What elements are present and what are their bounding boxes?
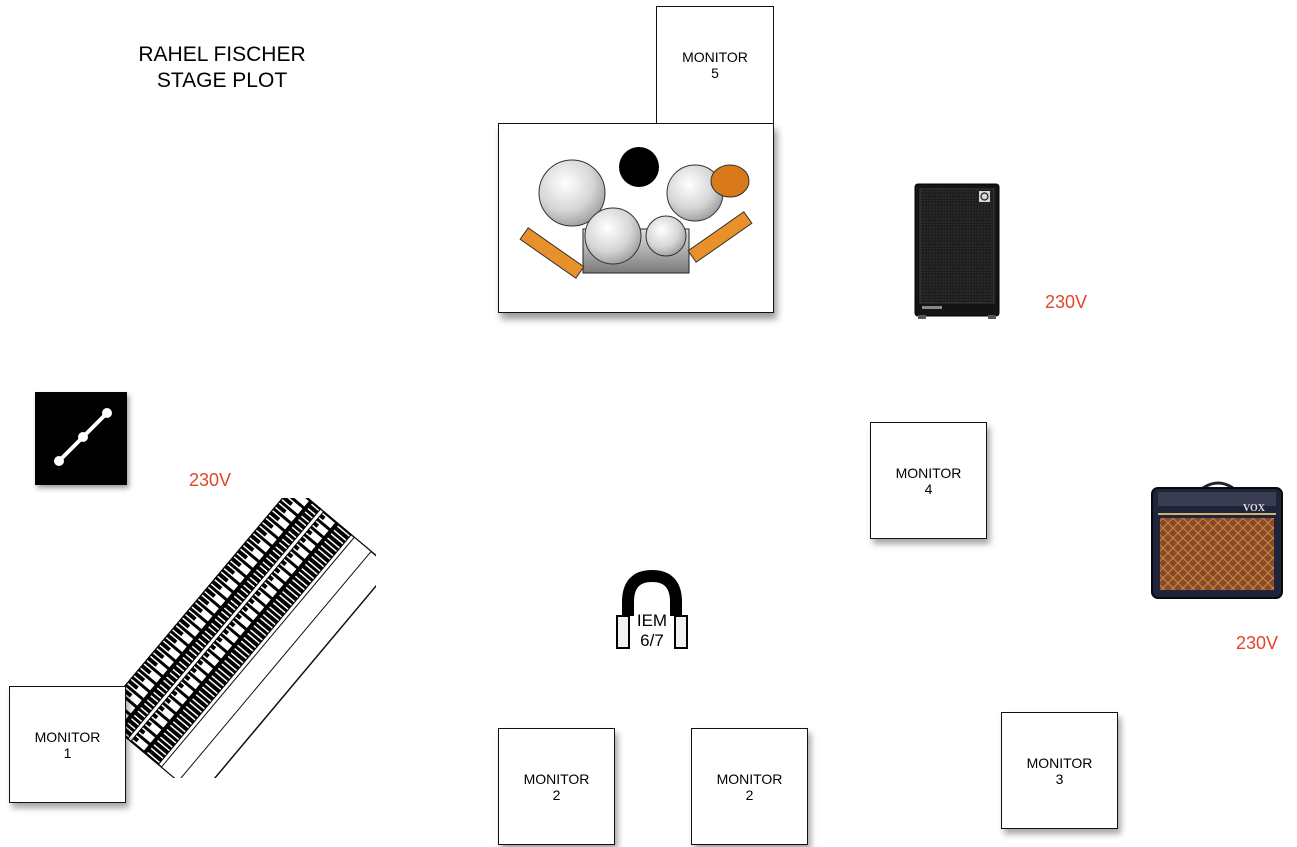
monitor-5[interactable]: MONITOR 5: [656, 6, 774, 124]
vox-logo: VOX: [1243, 503, 1266, 514]
guitar-power-label: 230V: [1236, 633, 1278, 654]
monitor-3-label: MONITOR: [1027, 755, 1093, 771]
monitor-3-number: 3: [1056, 771, 1064, 787]
monitor-2-right-label: MONITOR: [717, 771, 783, 787]
iem-label-line1: IEM: [636, 611, 668, 631]
drum-riser[interactable]: [498, 123, 774, 313]
monitor-1-number: 1: [64, 745, 72, 761]
stand-icon: [35, 392, 127, 485]
bass-cabinet-icon: [912, 182, 1002, 320]
guitar-amp-combo[interactable]: VOX: [1148, 478, 1286, 602]
monitor-4-number: 4: [925, 481, 933, 497]
keys-power-label: 230V: [189, 470, 231, 491]
iem-label: IEM 6/7: [636, 611, 668, 651]
monitor-2-right-number: 2: [746, 787, 754, 803]
monitor-4-label: MONITOR: [896, 465, 962, 481]
drum-kit-icon: [498, 123, 774, 313]
di-box[interactable]: [35, 392, 127, 485]
monitor-1[interactable]: MONITOR 1: [9, 686, 126, 803]
monitor-2-left-label: MONITOR: [524, 771, 590, 787]
iem-label-line2: 6/7: [636, 631, 668, 651]
guitar-combo-icon: VOX: [1148, 478, 1286, 602]
bass-power-label: 230V: [1045, 292, 1087, 313]
bass-amp-cabinet[interactable]: [912, 182, 1002, 320]
plot-subtitle: STAGE PLOT: [110, 68, 334, 94]
keyboard-rig[interactable]: [106, 498, 376, 778]
monitor-5-label: MONITOR: [682, 49, 748, 65]
monitor-2-right[interactable]: MONITOR 2: [691, 728, 808, 845]
monitor-4[interactable]: MONITOR 4: [870, 422, 987, 539]
keyboard-icon: [106, 498, 376, 778]
monitor-5-number: 5: [711, 65, 719, 81]
stage-plot-title: RAHEL FISCHER STAGE PLOT: [110, 42, 334, 94]
artist-name: RAHEL FISCHER: [110, 42, 334, 68]
monitor-2-left[interactable]: MONITOR 2: [498, 728, 615, 845]
monitor-3[interactable]: MONITOR 3: [1001, 712, 1118, 829]
monitor-2-left-number: 2: [553, 787, 561, 803]
monitor-1-label: MONITOR: [35, 729, 101, 745]
